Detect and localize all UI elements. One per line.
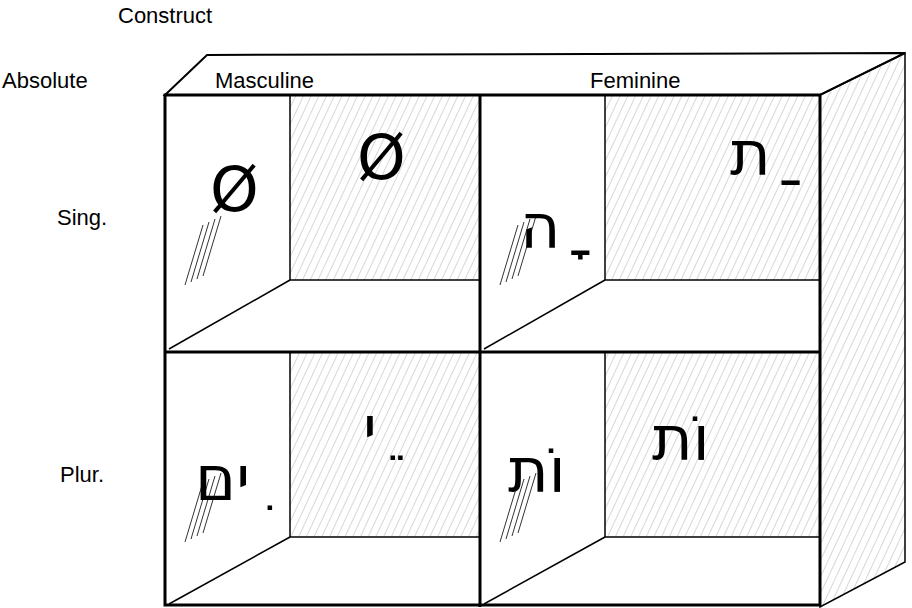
suffix-ending: ֵי <box>363 392 377 466</box>
cell-interior <box>169 95 480 349</box>
gender-label: Feminine <box>590 68 680 93</box>
cell-interior <box>169 352 480 604</box>
suffix-ending: וֹת <box>508 434 566 508</box>
paradigm-cell: ִיםֵי <box>165 352 480 607</box>
suffix-ending: ָה <box>520 190 561 264</box>
number-label: Sing. <box>57 205 107 230</box>
cell-interior <box>484 352 820 604</box>
cube-front-outline <box>165 95 820 605</box>
cube-side-face <box>820 53 905 607</box>
paradigm-cell: ØØ <box>165 95 480 352</box>
suffix-ending: ִים <box>195 442 250 516</box>
gender-label: Masculine <box>215 68 314 93</box>
number-label: Plur. <box>60 462 104 487</box>
suffix-ending: Ø <box>357 121 406 195</box>
state-label: Absolute <box>2 68 88 93</box>
state-label: Construct <box>118 3 212 28</box>
suffix-ending: Ø <box>210 153 259 227</box>
cube-top-face <box>165 53 905 95</box>
suffix-ending: וֹת <box>652 402 710 476</box>
cell-interior <box>484 95 820 349</box>
suffix-ending: ַת <box>730 117 771 191</box>
paradigm-cell: וֹת וֹת <box>480 352 820 607</box>
paradigm-cell: ָהַת <box>480 95 820 352</box>
